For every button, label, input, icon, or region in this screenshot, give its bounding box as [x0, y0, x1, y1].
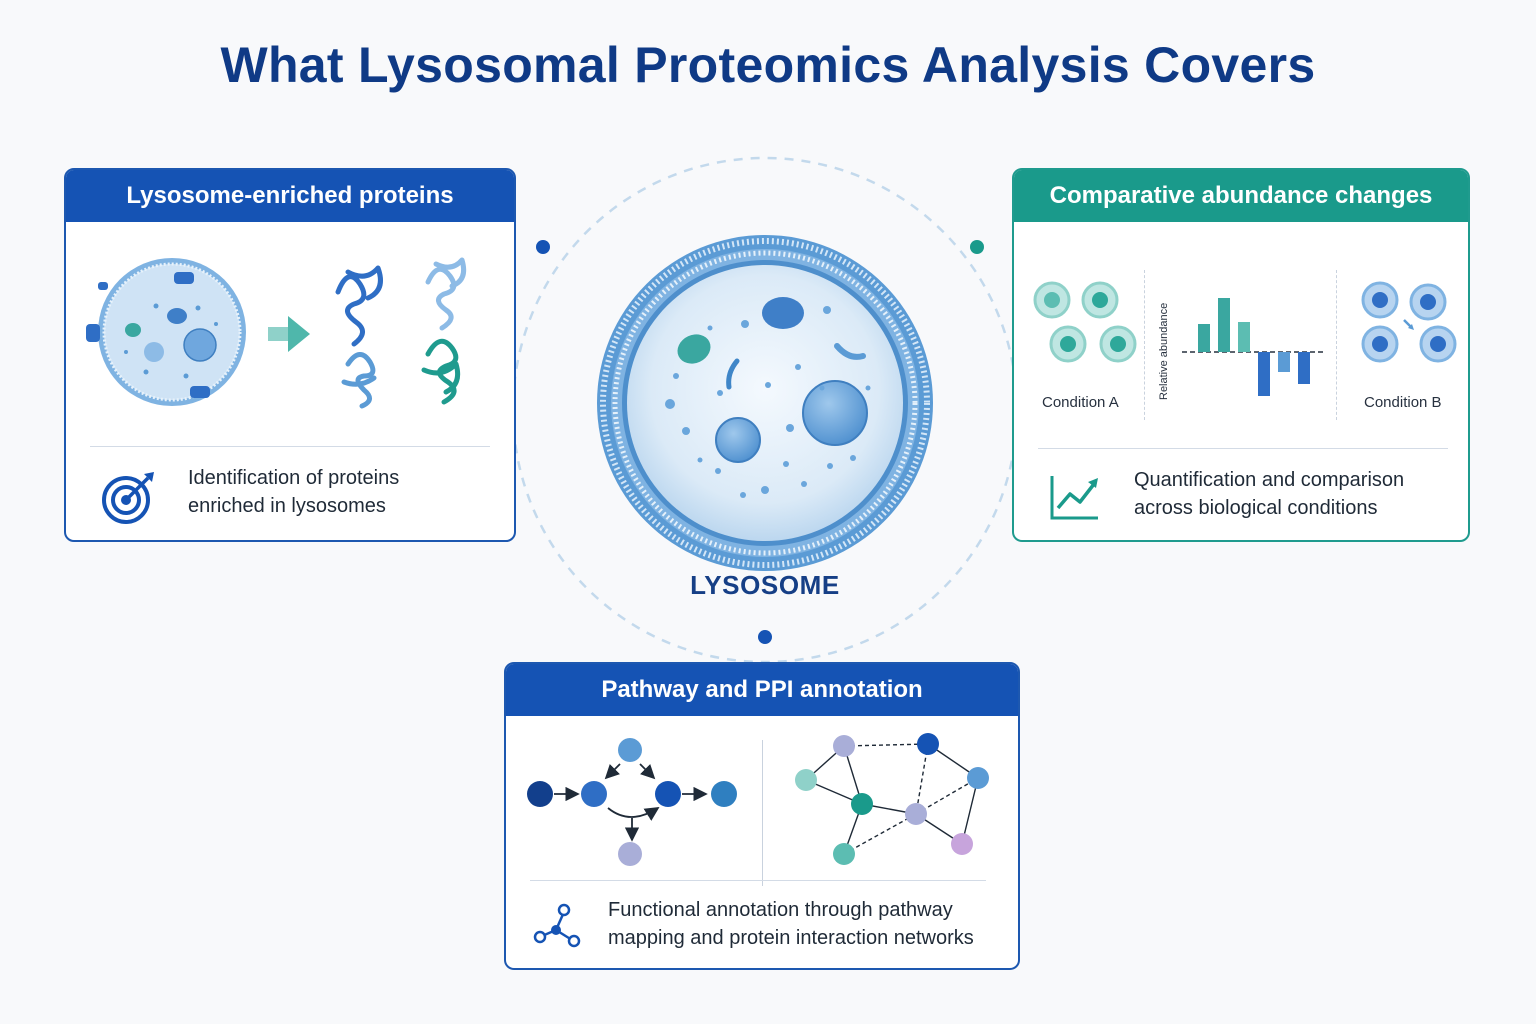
card-enriched-divider	[90, 446, 490, 447]
card-abundance-divider	[1038, 448, 1448, 449]
lysosome-illustration	[597, 235, 933, 571]
target-icon	[102, 472, 154, 524]
protein-structures-icon	[335, 257, 467, 409]
connector-dot-right	[970, 240, 984, 254]
card-enriched-description: Identification of proteins enriched in l…	[188, 467, 400, 517]
card-abundance-separator-left	[1144, 270, 1145, 420]
lysosome-label: LYSOSOME	[690, 570, 840, 600]
connector-dot-bottom	[758, 630, 772, 644]
arrow-right-icon	[268, 316, 310, 352]
card-abundance-description: Quantification and comparison across bio…	[1134, 469, 1405, 519]
card-pathway-ppi: Pathway and PPI annotation	[504, 662, 1020, 970]
card-enriched-heading: Lysosome-enriched proteins	[66, 170, 514, 222]
connector-dot-left	[536, 240, 550, 254]
card-pathway-description: Functional annotation through pathway ma…	[608, 899, 974, 949]
condition-a-label: Condition A	[1042, 394, 1119, 411]
card-pathway-separator	[762, 740, 763, 886]
lysosome-mini-icon	[86, 258, 246, 406]
card-pathway-divider	[530, 880, 986, 881]
abundance-bar-chart	[1182, 298, 1326, 396]
card-pathway-heading: Pathway and PPI annotation	[506, 664, 1018, 716]
page-title: What Lysosomal Proteomics Analysis Cover…	[220, 37, 1316, 93]
condition-a-cells-icon	[1033, 281, 1137, 363]
ppi-network-diagram	[795, 733, 989, 865]
network-icon	[533, 903, 581, 948]
trend-up-icon	[1050, 476, 1098, 520]
condition-b-label: Condition B	[1364, 394, 1442, 411]
y-axis-label: Relative abundance	[1158, 302, 1170, 400]
pathway-diagram	[527, 738, 737, 866]
card-abundance-separator-right	[1336, 270, 1337, 420]
card-enriched-proteins: Lysosome-enriched proteins	[64, 168, 516, 542]
card-abundance-changes: Comparative abundance changes Condition …	[1012, 168, 1470, 542]
card-abundance-heading: Comparative abundance changes	[1014, 170, 1468, 222]
condition-b-cells-icon	[1361, 281, 1457, 363]
